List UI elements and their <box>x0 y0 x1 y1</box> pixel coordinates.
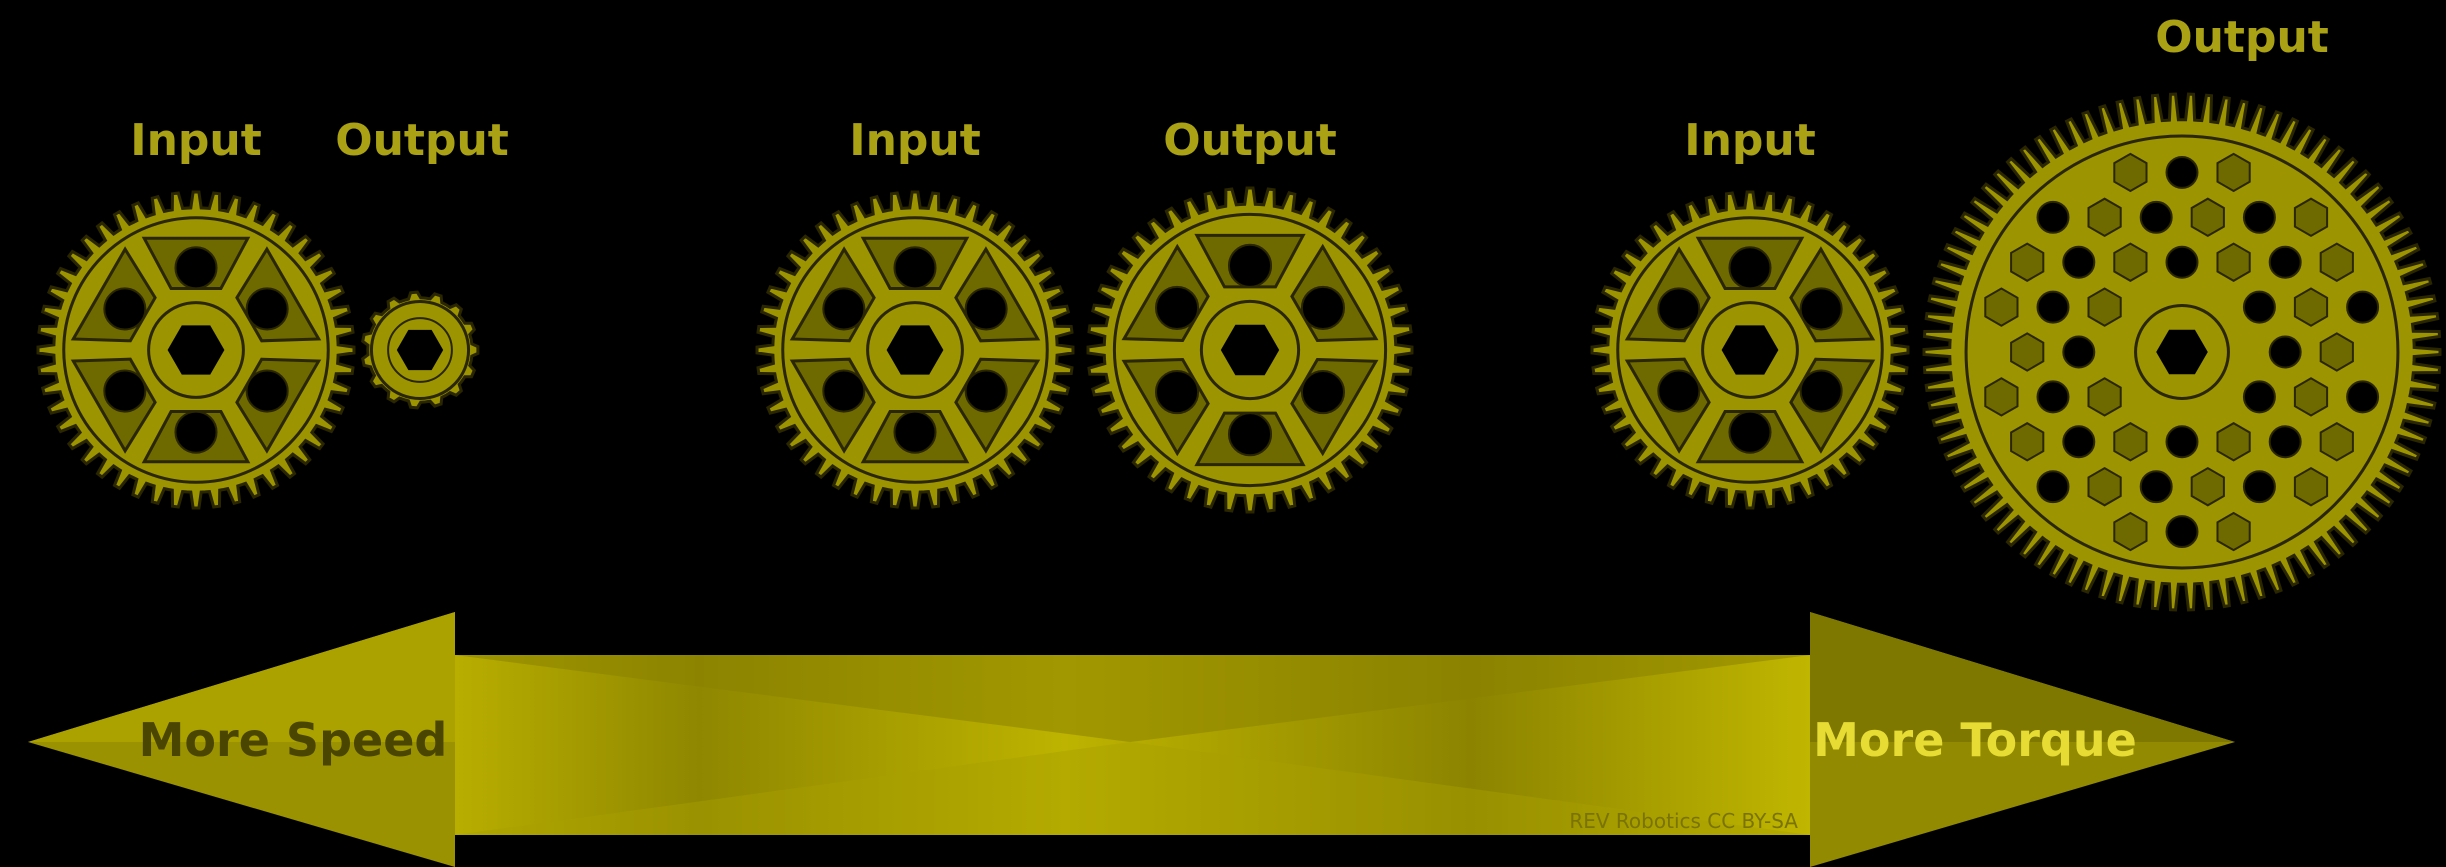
gear-hole <box>2270 247 2301 278</box>
gear-window <box>2218 423 2250 460</box>
gear-hole <box>2244 202 2275 233</box>
gear-hole <box>2270 426 2301 457</box>
gear-window <box>2089 199 2121 236</box>
gear-hole <box>894 247 935 288</box>
gear-window <box>2089 468 2121 505</box>
gear-window <box>2011 244 2043 281</box>
gear-window <box>2114 244 2146 281</box>
gear-hole <box>175 247 216 288</box>
gear-hole <box>1658 288 1699 329</box>
gear-hole <box>1658 371 1699 412</box>
gear-window <box>2192 199 2224 236</box>
gear-hole <box>104 288 145 329</box>
gear-window <box>2011 333 2043 370</box>
gear-window <box>1985 289 2017 326</box>
gear-window <box>2218 154 2250 191</box>
gear-window <box>2011 423 2043 460</box>
speed-torque-arrow: More Speed More Torque REV Robotics CC B… <box>28 612 2235 867</box>
gear-window <box>2218 513 2250 550</box>
gear-window <box>2321 423 2353 460</box>
gear-hole <box>1801 371 1842 412</box>
gear-hole <box>2244 471 2275 502</box>
gear-window <box>2089 289 2121 326</box>
gear-window <box>2295 378 2327 415</box>
gear-hole <box>1229 245 1271 287</box>
gear-window <box>2295 199 2327 236</box>
gear-hole <box>1302 287 1344 329</box>
gear-window <box>2218 244 2250 281</box>
gear-output-speed <box>363 292 478 408</box>
gear-window <box>2114 513 2146 550</box>
gear-window <box>2114 154 2146 191</box>
gear-hole <box>175 412 216 453</box>
gear-hole <box>2063 247 2094 278</box>
more-torque-label: More Torque <box>1813 713 2137 767</box>
gear-hole <box>1801 288 1842 329</box>
gear-hole <box>2167 157 2198 188</box>
gear-hole <box>1156 287 1198 329</box>
gear-hole <box>2063 337 2094 368</box>
gear-hole <box>2141 471 2172 502</box>
gear-output-equal <box>1088 188 1412 512</box>
output-label-equal: Output <box>1163 115 1337 166</box>
gear-hole <box>2063 426 2094 457</box>
gear-window <box>2114 423 2146 460</box>
gear-hole <box>2244 381 2275 412</box>
gear-hole <box>247 288 288 329</box>
gear-hole <box>2038 202 2069 233</box>
gear-hole <box>2167 426 2198 457</box>
gear-hole <box>2244 292 2275 323</box>
gear-hole <box>823 288 864 329</box>
gear-window <box>2321 333 2353 370</box>
gear-window <box>2295 468 2327 505</box>
input-label-speed: Input <box>130 115 262 166</box>
gear-hole <box>2141 202 2172 233</box>
gear-hole <box>966 371 1007 412</box>
gear-hole <box>894 412 935 453</box>
gear-window <box>2192 468 2224 505</box>
gear-hole <box>2038 292 2069 323</box>
gear-hole <box>1156 371 1198 413</box>
gear-hole <box>2347 381 2378 412</box>
gear-hole <box>2270 337 2301 368</box>
gear-hole <box>2167 247 2198 278</box>
gear-input-torque <box>1592 192 1908 508</box>
input-label-equal: Input <box>849 115 981 166</box>
gear-window <box>2321 244 2353 281</box>
gear-hole <box>247 371 288 412</box>
more-speed-label: More Speed <box>139 713 448 767</box>
gear-input-speed <box>38 192 354 508</box>
gear-window <box>2089 378 2121 415</box>
input-label-torque: Input <box>1684 115 1816 166</box>
gear-window <box>2295 289 2327 326</box>
credit-text: REV Robotics CC BY-SA <box>1569 809 1798 833</box>
gear-hole <box>1729 412 1770 453</box>
output-label-speed: Output <box>335 115 509 166</box>
output-label-torque: Output <box>2155 12 2329 63</box>
gear-hole <box>823 371 864 412</box>
gear-input-equal <box>757 192 1073 508</box>
gear-hole <box>1302 371 1344 413</box>
gear-hole <box>1229 413 1271 455</box>
gear-hole <box>2038 471 2069 502</box>
gear-hole <box>2038 381 2069 412</box>
gear-hole <box>1729 247 1770 288</box>
gear-hole <box>2347 292 2378 323</box>
gear-hole <box>104 371 145 412</box>
gear-hole <box>2167 516 2198 547</box>
gear-output-torque <box>1924 94 2440 610</box>
gear-hole <box>966 288 1007 329</box>
gear-window <box>1985 378 2017 415</box>
